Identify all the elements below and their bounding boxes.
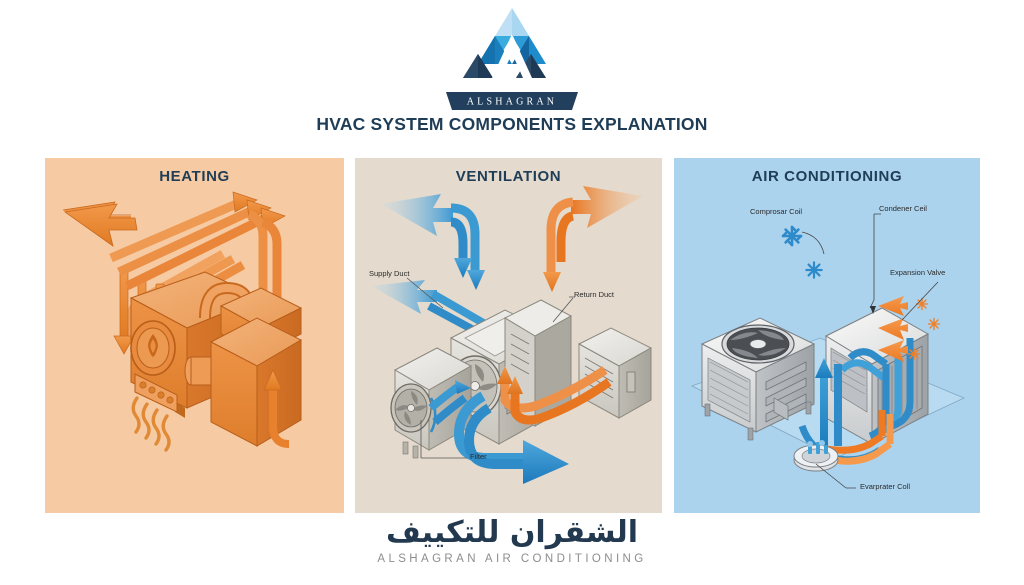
callout-expansion-valve: Expansion Valve <box>890 268 946 277</box>
logo-wordmark-text: ALSHAGRAN <box>467 97 557 108</box>
panel-air-conditioning-title: AIR CONDITIONING <box>751 168 903 185</box>
brand-logo: ALSHAGRAN <box>0 6 1024 110</box>
ventilation-illustration <box>371 186 653 484</box>
panel-heating: HEATING <box>45 158 344 513</box>
heating-illustration <box>62 191 303 452</box>
panel-ventilation: VENTILATION Supply Duct Return Duct Filt… <box>355 158 662 513</box>
footer-branding: الشقران للتكييف ALSHAGRAN AIR CONDITIONI… <box>0 512 1024 582</box>
page-title: HVAC SYSTEM COMPONENTS EXPLANATION <box>316 114 708 134</box>
callout-filter: Filter <box>470 452 487 461</box>
callout-return-duct: Return Duct <box>574 290 615 299</box>
brand-name-english: ALSHAGRAN AIR CONDITIONING <box>377 552 647 565</box>
callout-evaporator-coil: Evarprater Coll <box>860 482 911 491</box>
panels-row: HEATING <box>45 158 980 513</box>
brand-name-arabic: الشقران للتكييف <box>385 515 639 550</box>
panel-ventilation-title: VENTILATION <box>455 168 562 185</box>
air-conditioning-illustration <box>691 213 965 489</box>
panel-heating-title: HEATING <box>159 168 230 185</box>
callout-condenser-coil: Condener Ceil <box>879 204 927 213</box>
logo-triangle-icon <box>463 8 546 78</box>
panel-air-conditioning: AIR CONDITIONING Comprosar Coil Condener… <box>674 158 980 513</box>
callout-supply-duct: Supply Duct <box>369 269 410 278</box>
callout-compressor-coil: Comprosar Coil <box>750 207 803 216</box>
logo-wordmark: ALSHAGRAN <box>446 92 578 110</box>
